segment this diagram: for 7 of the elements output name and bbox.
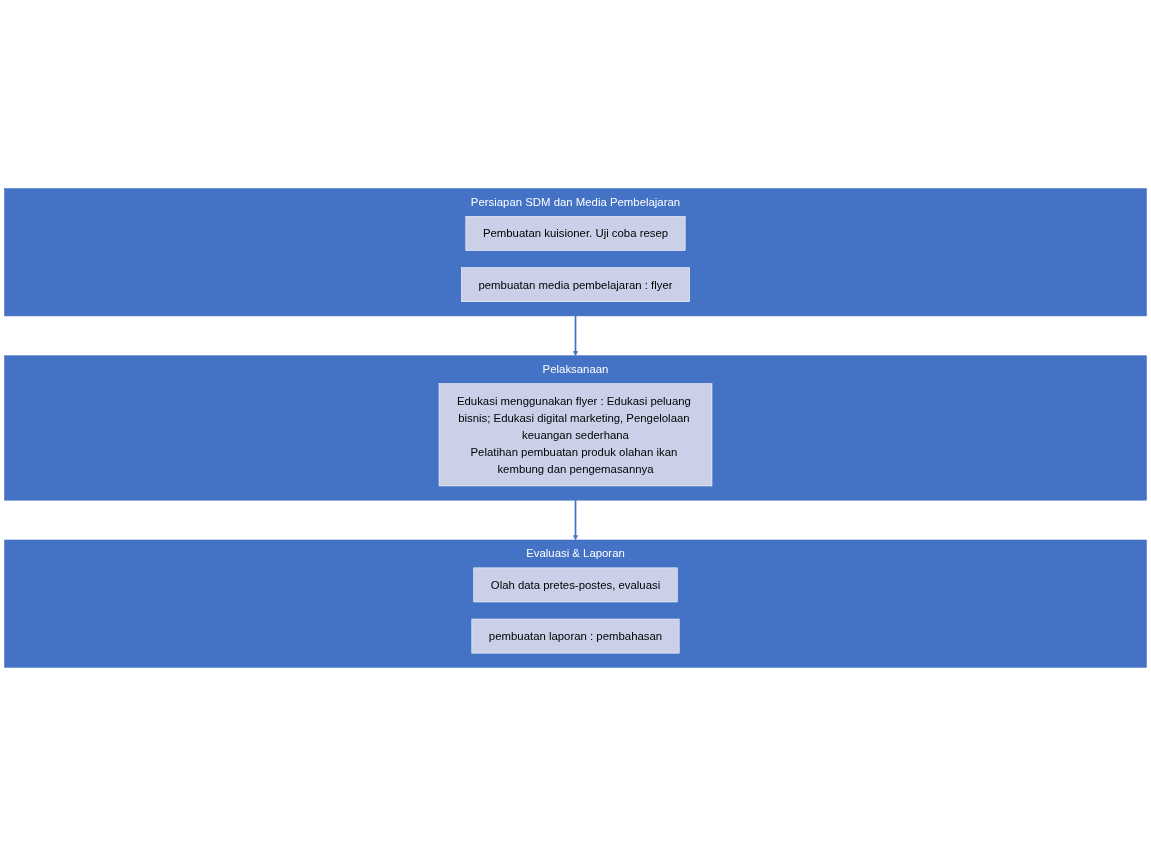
node-box: Edukasi menggunakan flyer : Edukasi peluang bisnis; Edukasi digital marketing, Pengelolaan keuangan sederhana Pelatihan pembuatan produk olahan ikan kembung dan pengemasannya [438, 382, 713, 486]
node-box: pembuatan laporan : pembahasan [471, 618, 680, 653]
node-box: pembuatan media pembelajaran : flyer [461, 266, 690, 302]
arrow [573, 498, 578, 540]
node-box: Pembuatan kuisioner. Uji coba resep [465, 215, 686, 251]
node-box: Olah data pretes-postes, evaluasi [473, 567, 678, 602]
arrow [573, 314, 578, 356]
